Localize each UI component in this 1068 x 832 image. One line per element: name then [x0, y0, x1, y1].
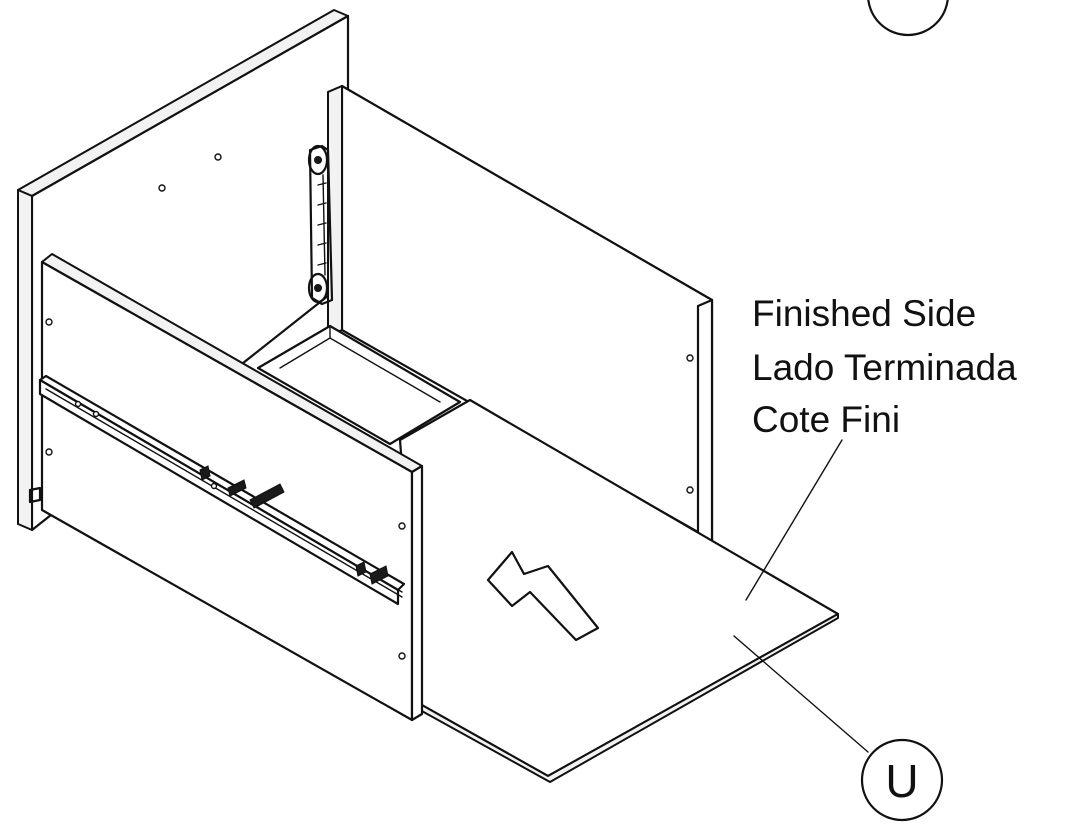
callout-line-1: Finished Side [752, 293, 976, 334]
insert-direction-arrow [486, 550, 600, 642]
hinge-bracket [307, 144, 334, 306]
drawer-slide-rail [38, 374, 406, 606]
finished-side-leader [745, 439, 843, 601]
callout-line-2: Lado Terminada [752, 347, 1017, 388]
inner-opening [256, 324, 462, 446]
part-u-leader [733, 635, 869, 753]
part-label-bubble: U [860, 738, 944, 822]
partial-callout-circle [867, 0, 949, 37]
part-label: U [885, 755, 918, 807]
back-panel [327, 84, 714, 548]
callout-line-3: Cote Fini [752, 399, 900, 440]
